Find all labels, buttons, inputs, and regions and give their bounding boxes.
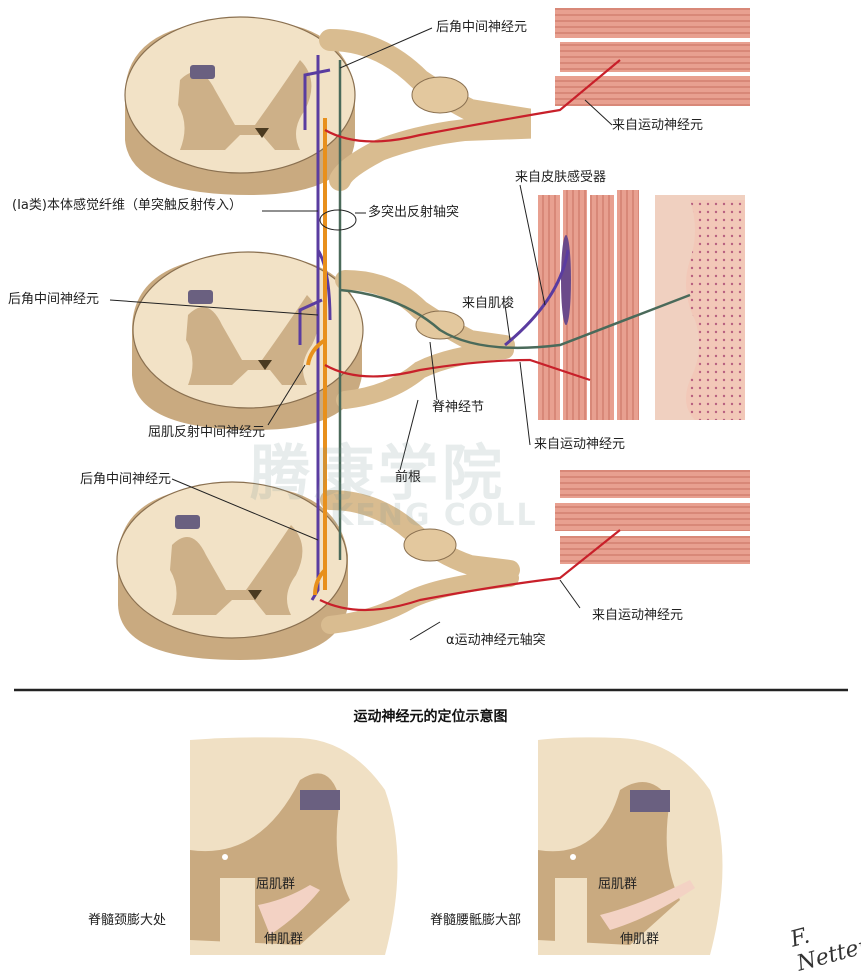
label-dorsal-interneuron-top: 后角中间神经元 bbox=[436, 20, 528, 35]
leader-lines bbox=[109, 27, 613, 641]
label-ia-afferent: (Ia类)本体感觉纤维（单突触反射传入） bbox=[12, 198, 242, 213]
dorsal-root-ganglion-bot bbox=[320, 490, 520, 634]
label-flexor-group-right: 屈肌群 bbox=[598, 877, 638, 892]
lumbosacral-enlargement-panel bbox=[538, 737, 723, 955]
label-polysynaptic-axon: 多突出反射轴突 bbox=[368, 205, 460, 220]
label-lumbosacral-enlargement: 脊髓腰骶膨大部 bbox=[430, 913, 522, 928]
label-extensor-group-left: 伸肌群 bbox=[264, 932, 304, 947]
muscle-bottom bbox=[555, 470, 750, 564]
label-flexor-group-left: 屈肌群 bbox=[256, 877, 296, 892]
skin-panel bbox=[655, 195, 745, 420]
label-from-motor-neuron-top: 来自运动神经元 bbox=[612, 118, 704, 133]
label-from-motor-neuron-bot: 来自运动神经元 bbox=[592, 608, 684, 623]
fiber-grey-green bbox=[338, 60, 691, 560]
label-ventral-root: 前根 bbox=[395, 470, 422, 485]
watermark-text: 腾康学院 bbox=[250, 439, 506, 509]
dorsal-root-ganglion-top bbox=[319, 29, 531, 191]
label-from-skin-receptor: 来自皮肤感受器 bbox=[515, 170, 607, 185]
label-flexor-interneuron: 屈肌反射中间神经元 bbox=[148, 425, 266, 440]
fiber-interneuron-orange bbox=[306, 118, 327, 596]
muscle-top bbox=[555, 8, 750, 106]
label-spinal-ganglion: 脊神经节 bbox=[432, 400, 485, 415]
cord-section-top bbox=[124, 16, 356, 195]
label-dorsal-interneuron-bot: 后角中间神经元 bbox=[80, 472, 172, 487]
cord-section-mid bbox=[132, 251, 364, 430]
label-extensor-group-right: 伸肌群 bbox=[620, 932, 660, 947]
watermark-subtext: KENG COLL bbox=[330, 498, 538, 533]
label-from-spindle: 来自肌梭 bbox=[462, 296, 515, 311]
dorsal-horn-shading-top bbox=[190, 65, 215, 79]
label-cervical-enlargement: 脊髓颈膨大处 bbox=[88, 913, 167, 928]
label-from-motor-neuron-mid: 来自运动神经元 bbox=[534, 437, 626, 452]
fiber-motor-red bbox=[319, 59, 621, 612]
label-alpha-motor-axon: α运动神经元轴突 bbox=[446, 633, 546, 648]
label-dorsal-interneuron-mid: 后角中间神经元 bbox=[8, 292, 100, 307]
muscle-spindle-panel bbox=[538, 190, 639, 420]
polysynaptic-marker bbox=[319, 209, 357, 231]
panel-caption: 运动神经元的定位示意图 bbox=[353, 709, 508, 725]
cervical-enlargement-panel bbox=[190, 737, 398, 955]
